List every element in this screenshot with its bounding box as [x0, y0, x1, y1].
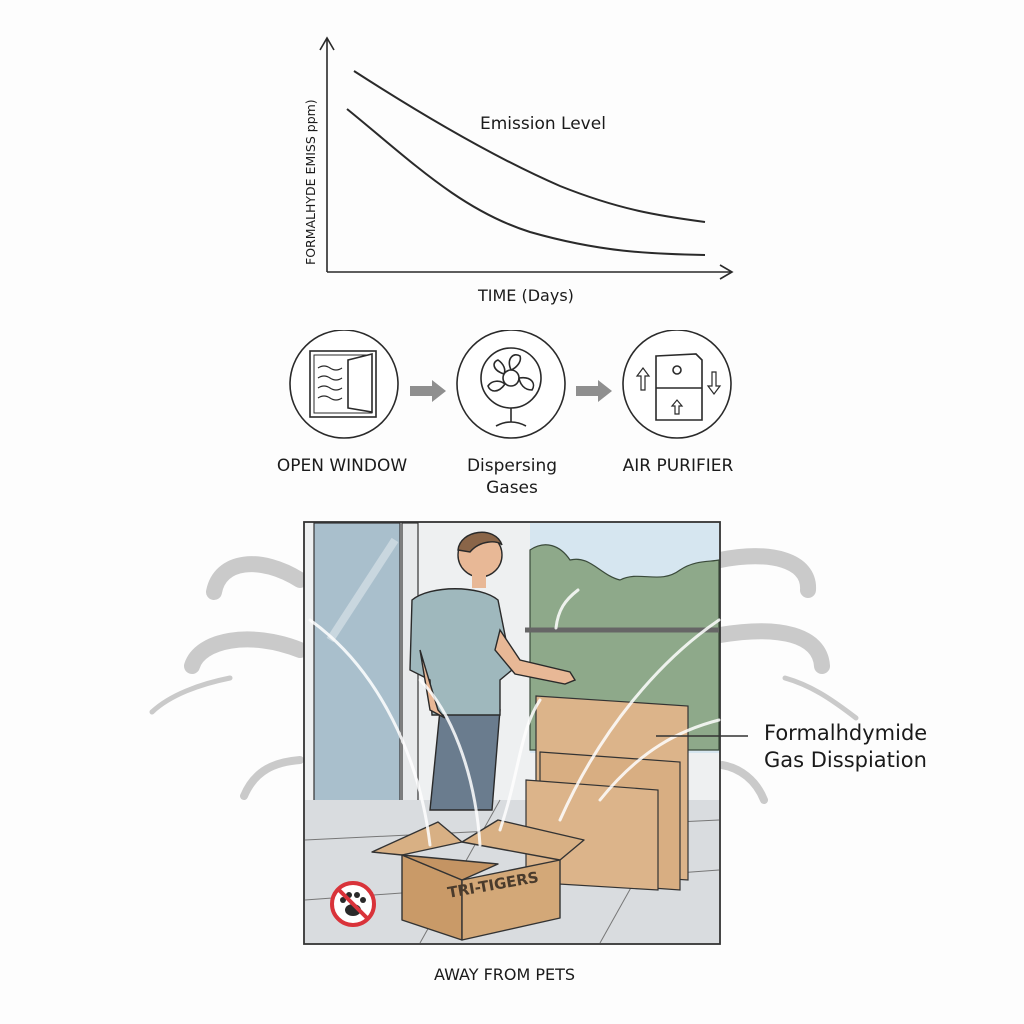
step-air-purifier-label: AIR PURIFIER [622, 456, 734, 476]
callout-line1: Formalhdymide [764, 721, 928, 745]
window-icon [289, 330, 399, 439]
cardboard-box [371, 819, 585, 941]
x-axis-arrow-icon [719, 264, 734, 280]
y-axis-label: FORMALHYDE EMISS ppm) [303, 99, 318, 265]
y-axis-arrow-icon [319, 36, 335, 51]
gas-dissipation-callout: Formalhdymide Gas Disspiation [764, 720, 927, 774]
arrow-right-icon [410, 380, 446, 402]
away-from-pets-label: AWAY FROM PETS [434, 965, 576, 984]
step-dispersing-label: Dispersing Gases [440, 455, 584, 499]
upper-emission-curve [353, 70, 706, 223]
emission-chart [319, 36, 734, 280]
ventilation-scene [149, 521, 859, 945]
glass-glare [326, 537, 399, 643]
step-open-window-label: OPEN WINDOW [276, 456, 408, 476]
fan-icon [456, 330, 566, 439]
lower-emission-curve [346, 108, 706, 256]
gas-wisps [308, 588, 721, 847]
emission-level-label: Emission Level [480, 114, 606, 134]
no-pets-icon [330, 881, 376, 927]
callout-line2: Gas Disspiation [764, 748, 927, 772]
x-axis-label: TIME (Days) [478, 286, 574, 305]
step-dispersing-line1: Dispersing [466, 456, 558, 476]
step-dispersing-line2: Gases [486, 478, 538, 498]
dissipation-arrows [149, 548, 859, 804]
process-steps [289, 330, 732, 439]
air-purifier-icon [622, 330, 732, 439]
arrow-right-icon [576, 380, 612, 402]
step-arrows [410, 380, 612, 402]
glass-door [313, 522, 401, 824]
